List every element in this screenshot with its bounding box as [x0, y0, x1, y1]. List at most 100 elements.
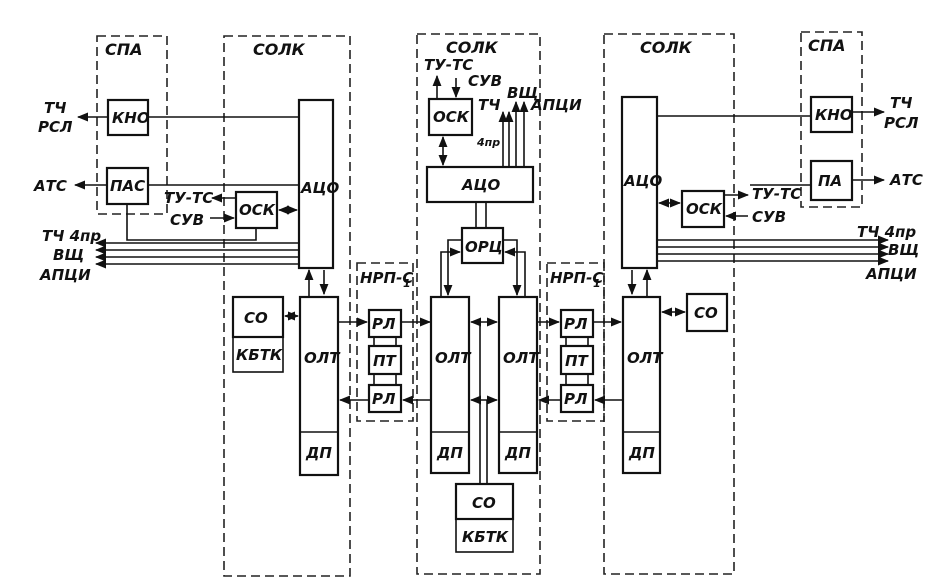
tch-right-signal: ТЧ: [890, 94, 912, 112]
olt-left-label: ОЛТ: [304, 349, 341, 367]
rl-right-top-label: РЛ: [564, 315, 588, 333]
nrp-left-label: НРП-С: [360, 269, 413, 287]
aco-orc-center-link: [475, 202, 487, 228]
osk-left-block: [234, 190, 279, 230]
co-left-label: СО: [244, 309, 268, 327]
nrp-left-frame: [356, 262, 414, 422]
orc-to-olt1-arrow: [443, 239, 462, 297]
rl-pt-left-link-1: [373, 337, 397, 346]
pt-left-block: [367, 344, 403, 376]
rsl-left-signal: РСЛ: [38, 118, 73, 136]
tch-center-signal: ТЧ: [478, 96, 500, 114]
orc-center-label: ОРЦ: [465, 238, 503, 256]
solk-right-frame: [603, 33, 735, 575]
aco-right-label: АЦО: [623, 172, 663, 190]
apci-center-signal: АПЦИ: [530, 96, 582, 114]
spa-left-label: СПА: [105, 40, 143, 59]
olt-right-block: [621, 295, 662, 475]
nrp-right-label: НРП-С: [550, 269, 603, 287]
rsl-right-signal: РСЛ: [884, 114, 919, 132]
tch-4pr-right-signal: ТЧ 4пр: [857, 223, 916, 241]
suv-right-signal: СУВ: [752, 208, 786, 226]
osk-center-block: [427, 97, 474, 137]
osk-right-block: [680, 189, 726, 229]
nrp-right-sub: 1: [593, 277, 601, 290]
rl-pt-right-link-2: [565, 374, 589, 385]
kbtk-left-block: [232, 336, 284, 373]
olt-left-block: [298, 295, 340, 477]
co-center-label: СО: [472, 494, 496, 512]
dp-left-label: ДП: [305, 444, 332, 462]
kno-right-block: [809, 95, 854, 134]
vshch-center-signal: ВЩ: [507, 84, 538, 102]
olt-center-2-block: [497, 295, 539, 475]
olt-center-1-block: [429, 295, 471, 475]
dp-center-1-label: ДП: [436, 444, 463, 462]
pt-right-block: [559, 344, 595, 376]
aco-center-block: [425, 165, 535, 204]
kbtk-center-label: КБТК: [462, 528, 509, 546]
tch-4pr-left-signal: ТЧ 4пр: [42, 227, 101, 245]
suv-left-signal: СУВ: [170, 211, 204, 229]
solk-center-label: СОЛК: [446, 38, 499, 57]
dp-center-2-label: ДП: [504, 444, 531, 462]
ats-right-signal: АТС: [889, 171, 923, 189]
spa-left-frame: [96, 35, 168, 215]
kno-left-label: КНО: [112, 109, 150, 127]
pt-left-label: ПТ: [373, 352, 398, 370]
apci-left-signal: АПЦИ: [39, 266, 91, 284]
tch-left-signal: ТЧ: [44, 99, 66, 117]
vshch-right-signal: ВЩ: [888, 241, 919, 259]
rl-left-top-label: РЛ: [372, 315, 396, 333]
olt2-to-orc-arrow: [503, 247, 526, 296]
solk-center-frame: [416, 33, 541, 575]
olt-center-1-label: ОЛТ: [435, 349, 472, 367]
suv-center-signal: СУВ: [468, 72, 502, 90]
rl-left-top-block: [367, 308, 403, 339]
pt-right-label: ПТ: [565, 352, 590, 370]
rl-left-bottom-label: РЛ: [372, 390, 396, 408]
tu-ts-right-signal: ТУ-ТС: [752, 185, 801, 203]
orc-center-block: [460, 226, 505, 265]
vshch-left-signal: ВЩ: [53, 246, 84, 264]
tu-ts-left-signal: ТУ-ТС: [164, 189, 213, 207]
osk-right-label: ОСК: [686, 200, 723, 218]
dp-right-label: ДП: [628, 444, 655, 462]
kno-right-label: КНО: [815, 106, 853, 124]
olt-right-label: ОЛТ: [627, 349, 664, 367]
ats-left-signal: АТС: [33, 177, 67, 195]
spa-right-label: СПА: [808, 36, 846, 55]
rl-pt-left-link-2: [373, 374, 397, 385]
rl-right-top-block: [559, 308, 595, 339]
apci-right-signal: АПЦИ: [865, 265, 917, 283]
orc-to-olt2-arrow: [503, 239, 522, 297]
aco-left-label: АЦО: [300, 179, 340, 197]
aco-left-block: [297, 98, 335, 270]
osk-center-label: ОСК: [433, 108, 470, 126]
nrp-left-sub: 1: [403, 277, 411, 290]
olt1-to-orc-arrow: [440, 247, 462, 296]
spa-right-frame: [800, 31, 863, 208]
tu-ts-center-signal: ТУ-ТС: [424, 56, 473, 74]
solk-right-label: СОЛК: [640, 38, 693, 57]
olt-center-2-label: ОЛТ: [503, 349, 540, 367]
rl-right-bottom-block: [559, 383, 595, 414]
solk-left-frame: [223, 35, 351, 577]
pas-to-osk-left-line: [126, 204, 257, 241]
solk-left-label: СОЛК: [253, 40, 306, 59]
rl-right-bottom-label: РЛ: [564, 390, 588, 408]
nrp-right-frame: [546, 262, 605, 422]
co-right-label: СО: [694, 304, 718, 322]
rl-pt-right-link-1: [565, 337, 589, 346]
aco-center-label: АЦО: [461, 176, 501, 194]
osk-left-label: ОСК: [239, 201, 276, 219]
pas-left-label: ПАС: [110, 177, 145, 195]
co-right-block: [685, 292, 729, 333]
kbtk-center-block: [455, 518, 514, 553]
kbtk-left-label: КБТК: [236, 346, 283, 364]
rl-left-bottom-block: [367, 383, 403, 414]
aco-right-block: [620, 95, 659, 270]
pa-right-label: ПА: [818, 172, 842, 190]
four-pr-center-signal: 4пр: [476, 136, 500, 149]
